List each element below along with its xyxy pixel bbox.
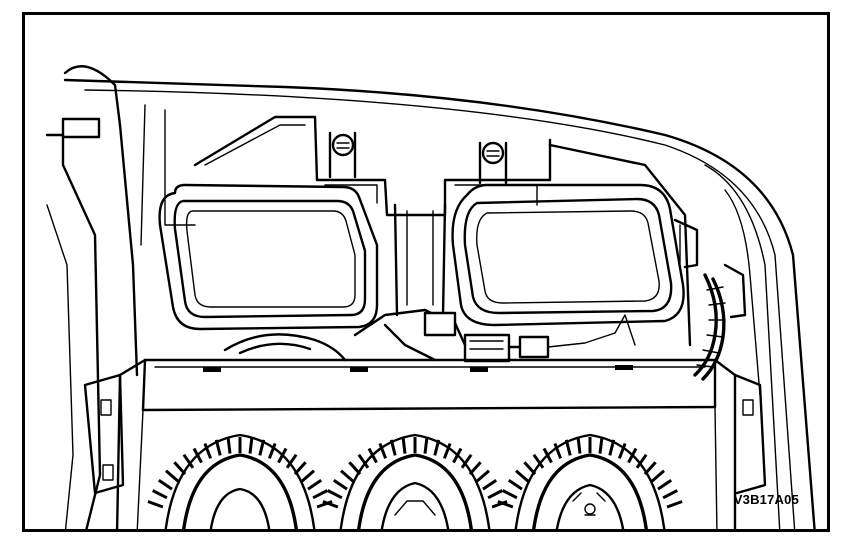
knob-grip-tick (147, 500, 164, 509)
figure-code-label: V3B17A05 (733, 492, 799, 507)
knob-grip-tick (515, 469, 530, 483)
dashboard-trim (45, 65, 816, 529)
knob-grip-tick (576, 437, 582, 454)
left-knob (147, 433, 333, 529)
knob-grip-tick (367, 447, 378, 464)
knob-grip-tick (666, 500, 683, 509)
knob-grip-tick (657, 478, 673, 491)
knob-grip-tick (322, 500, 339, 509)
knob-grip-tick (662, 489, 678, 500)
knob-grip-tick (285, 453, 298, 469)
knob-grip-tick (442, 442, 452, 459)
knob-grip-tick (157, 478, 173, 491)
knob-grip-tick (608, 439, 616, 456)
knob-grip-tick (332, 478, 348, 491)
knob-grip-tick (401, 437, 407, 454)
knob-grip-tick (635, 453, 648, 469)
knob-grip-tick (307, 478, 323, 491)
knob-grip-tick (300, 469, 315, 483)
knob-grip-tick (357, 453, 370, 469)
knob-grip-tick (482, 478, 498, 491)
knob-grip-tick (452, 447, 463, 464)
center-knob (322, 433, 508, 529)
knob-grip-tick (507, 478, 523, 491)
knob-grip-tick (226, 437, 232, 454)
knob-grip-tick (173, 461, 187, 476)
figure-frame: V3B17A05 (22, 12, 830, 532)
knob-grip-tick (192, 447, 203, 464)
knob-grip-tick (348, 461, 362, 476)
knob-grip-tick (182, 453, 195, 469)
knob-grip-tick (248, 437, 254, 454)
knob-grip-tick (293, 461, 307, 476)
knob-grip-tick (267, 442, 277, 459)
knob-grip-tick (532, 453, 545, 469)
knob-grip-tick (497, 500, 514, 509)
knob-grip-tick (460, 453, 473, 469)
right-duct-opening (451, 183, 699, 327)
knob-grip-tick (389, 439, 397, 456)
knob-grip-tick (277, 447, 288, 464)
knob-grip-tick (617, 442, 627, 459)
knob-grip-tick (502, 489, 518, 500)
knob-grip-tick (564, 439, 572, 456)
knob-grip-tick (203, 442, 213, 459)
knob-grip-tick (468, 461, 482, 476)
knob-grip-tick (258, 439, 266, 456)
knob-grip-tick (598, 437, 604, 454)
mounting-screw-right (478, 141, 508, 185)
knob-grip-tick (475, 469, 490, 483)
knob-grip-tick (312, 489, 328, 500)
knob-grip-tick (214, 439, 222, 456)
wire-harness (223, 263, 747, 381)
knob-grip-tick (542, 447, 553, 464)
knob-grip-tick (523, 461, 537, 476)
knob-grip-tick (650, 469, 665, 483)
dashboard-illustration (45, 65, 816, 529)
knob-grip-tick (423, 437, 429, 454)
center-divider (393, 203, 447, 317)
left-duct-opening (158, 183, 379, 331)
knob-grip-tick (165, 469, 180, 483)
knob-grip-tick (340, 469, 355, 483)
knob-grip-tick (553, 442, 563, 459)
knob-grip-tick (327, 489, 343, 500)
knob-grip-tick (433, 439, 441, 456)
knob-grip-tick (487, 489, 503, 500)
knob-grip-tick (152, 489, 168, 500)
knob-grip-tick (643, 461, 657, 476)
control-panel (83, 358, 767, 529)
right-knob (497, 433, 683, 529)
mounting-screw-left (328, 131, 357, 179)
knob-grip-tick (627, 447, 638, 464)
knob-grip-tick (378, 442, 388, 459)
